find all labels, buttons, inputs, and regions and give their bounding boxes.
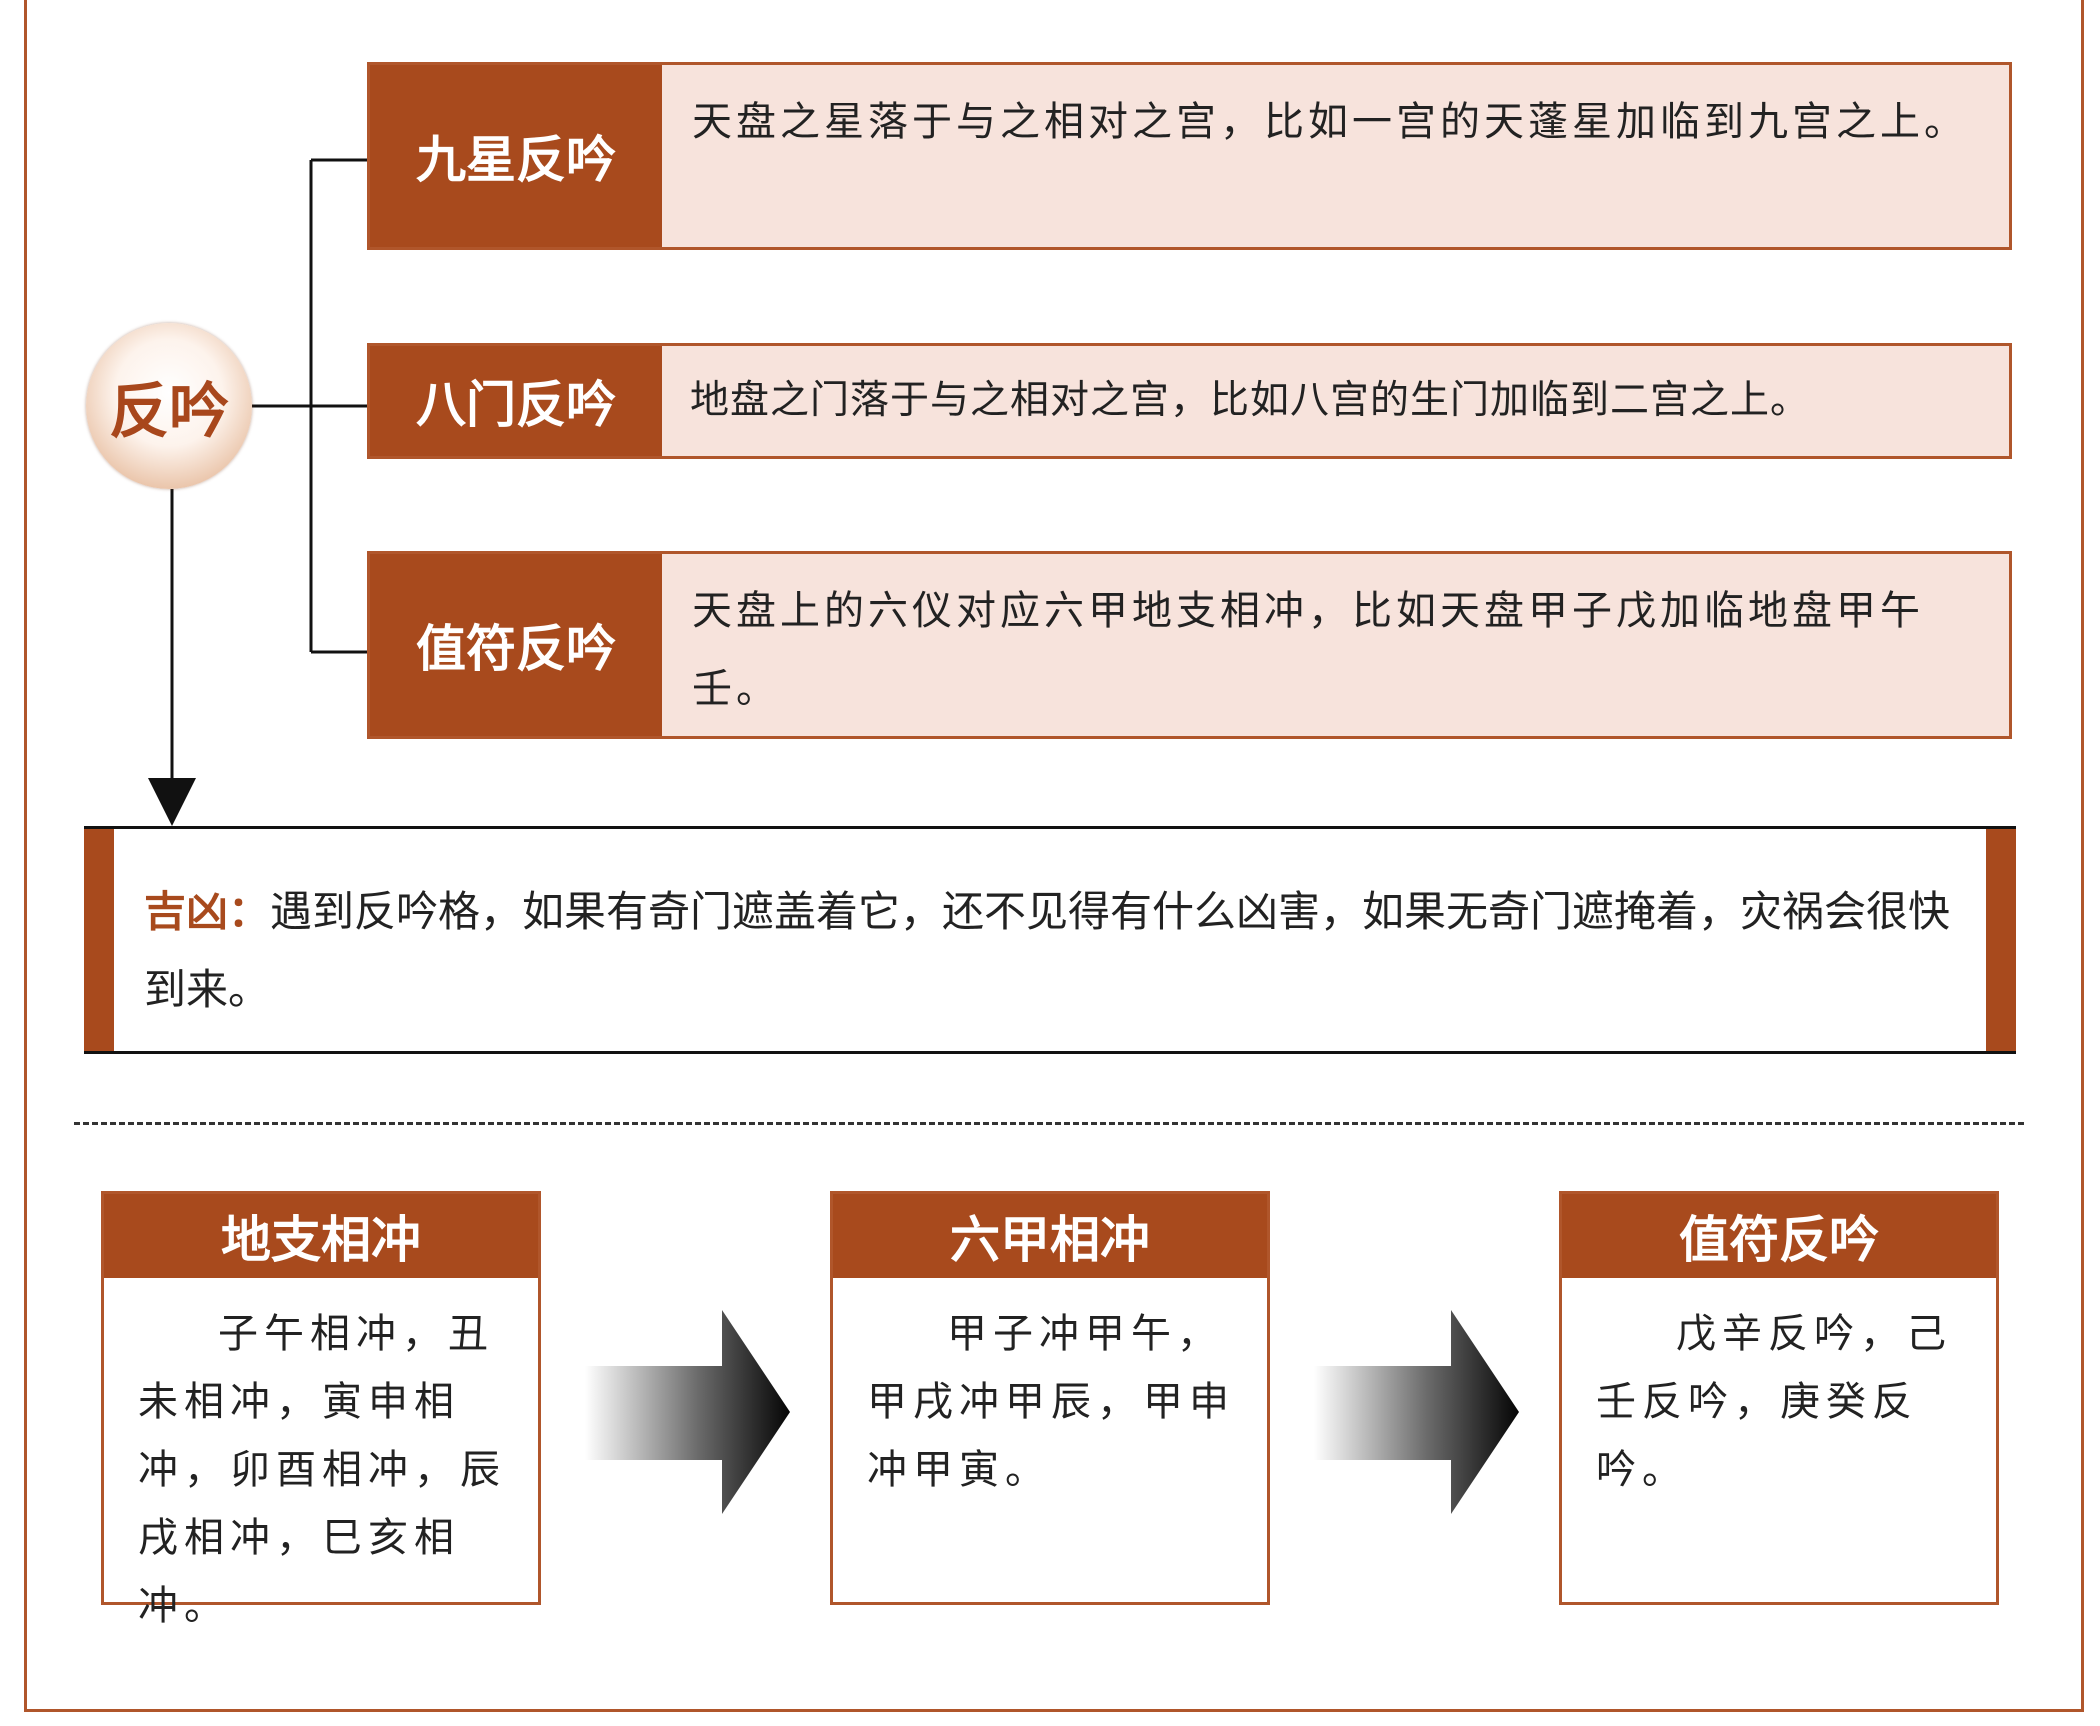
flow-box-body: 甲子冲甲午，甲戌冲甲辰，甲申冲甲寅。 [867, 1311, 1235, 1493]
flow-box-dizhi: 地支相冲 子午相冲，丑未相冲，寅申相冲，卯酉相冲，辰戌相冲，巳亥相冲。 [101, 1191, 541, 1629]
center-label: 反吟 [109, 376, 229, 447]
flow-arrow-1 [585, 1310, 790, 1514]
category-label: 八门反吟 [370, 346, 662, 456]
category-desc: 天盘上的六仪对应六甲地支相冲，比如天盘甲子戊加临地盘甲午壬。 [692, 588, 1924, 712]
note-body: 遇到反吟格，如果有奇门遮盖着它，还不见得有什么凶害，如果无奇门遮掩着，灾祸会很快… [144, 887, 1951, 1014]
category-desc: 天盘之星落于与之相对之宫，比如一宫的天蓬星加临到九宫之上。 [692, 99, 1968, 145]
flow-arrow-2 [1314, 1310, 1519, 1514]
flow-box-title: 六甲相冲 [833, 1194, 1267, 1278]
flow-box-body: 戊辛反吟，己壬反吟，庚癸反吟。 [1596, 1311, 1952, 1493]
category-row-bamen: 八门反吟 地盘之门落于与之相对之宫，比如八宫的生门加临到二宫之上。 [367, 343, 2012, 459]
category-row-zhifu: 值符反吟 天盘上的六仪对应六甲地支相冲，比如天盘甲子戊加临地盘甲午壬。 [367, 551, 2012, 739]
flow-box-liujia: 六甲相冲 甲子冲甲午，甲戌冲甲辰，甲申冲甲寅。 [830, 1191, 1270, 1605]
category-label: 九星反吟 [370, 65, 662, 247]
category-row-jiuxing: 九星反吟 天盘之星落于与之相对之宫，比如一宫的天蓬星加临到九宫之上。 [367, 62, 2012, 250]
note-bar-right [1986, 829, 2016, 1051]
flow-box-body: 子午相冲，丑未相冲，寅申相冲，卯酉相冲，辰戌相冲，巳亥相冲。 [138, 1311, 506, 1629]
page-frame [24, 0, 2084, 1712]
flow-box-title: 地支相冲 [104, 1194, 538, 1278]
flow-box-zhifu: 值符反吟 戊辛反吟，己壬反吟，庚癸反吟。 [1559, 1191, 1999, 1605]
note-bar-left [84, 829, 114, 1051]
flow-box-title: 值符反吟 [1562, 1194, 1996, 1278]
note-text: 吉凶：遇到反吟格，如果有奇门遮盖着它，还不见得有什么凶害，如果无奇门遮掩着，灾祸… [144, 873, 1956, 1029]
note-head: 吉凶： [144, 887, 271, 936]
center-node: 反吟 [86, 323, 252, 489]
category-desc: 地盘之门落于与之相对之宫，比如八宫的生门加临到二宫之上。 [690, 378, 1811, 423]
dashed-divider [74, 1122, 2024, 1125]
category-label: 值符反吟 [370, 554, 662, 736]
jixiong-note: 吉凶：遇到反吟格，如果有奇门遮盖着它，还不见得有什么凶害，如果无奇门遮掩着，灾祸… [84, 826, 2016, 1054]
bracket-lines [170, 158, 367, 780]
down-arrowhead [148, 778, 196, 826]
